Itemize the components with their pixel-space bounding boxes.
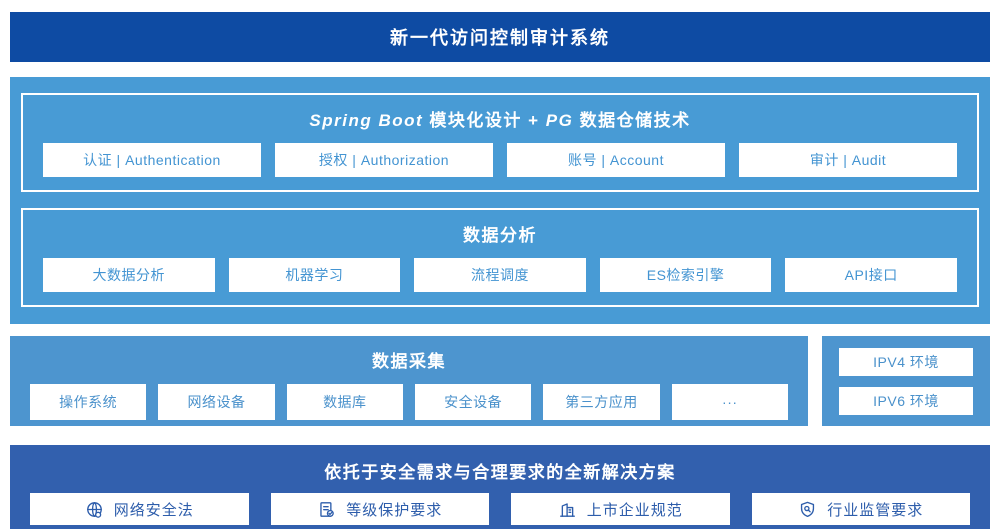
- module-box-audit: 审计 | Audit: [739, 143, 957, 177]
- solution-box-classified-protection: 等级保护要求: [270, 493, 489, 525]
- module-box-thirdparty-app: 第三方应用: [543, 384, 660, 420]
- shield-search-icon: [798, 500, 817, 519]
- globe-icon: [85, 500, 104, 519]
- solution-section: 依托于安全需求与合理要求的全新解决方案 网络安全法: [10, 445, 990, 529]
- ipv-environments-section: IPV4 环境 IPV6 环境: [822, 336, 990, 426]
- solution-box-industry-regulation: 行业监管要求: [751, 493, 970, 525]
- title-part-data-warehouse: 数据仓储技术: [573, 111, 691, 130]
- module-box-api: API接口: [785, 258, 957, 292]
- collection-row: 数据采集 操作系统 网络设备 数据库 安全设备 第三方应用 ··· IPV4 环…: [10, 336, 990, 426]
- title-part-modular-design: 模块化设计 +: [423, 111, 546, 130]
- document-check-icon: [317, 500, 336, 519]
- module-box-bigdata: 大数据分析: [43, 258, 215, 292]
- module-box-es-search: ES检索引擎: [599, 258, 772, 292]
- collection-title: 数据采集: [372, 352, 446, 371]
- title-part-springboot: Spring Boot: [309, 111, 424, 130]
- springboot-panel: Spring Boot 模块化设计 + PG 数据仓储技术 认证 | Authe…: [21, 93, 979, 192]
- solution-box-cybersecurity-law: 网络安全法: [30, 493, 249, 525]
- solution-title: 依托于安全需求与合理要求的全新解决方案: [324, 463, 676, 482]
- ipv4-box: IPV4 环境: [839, 347, 973, 376]
- module-box-database: 数据库: [286, 384, 403, 420]
- solution-box-label: 上市企业规范: [586, 501, 683, 519]
- solution-module-row: 网络安全法 等级保护要求: [30, 493, 970, 525]
- banner-title: 新一代访问控制审计系统: [390, 28, 610, 48]
- springboot-module-row: 认证 | Authentication 授权 | Authorization 账…: [43, 143, 957, 177]
- collection-section: 数据采集 操作系统 网络设备 数据库 安全设备 第三方应用 ···: [10, 336, 808, 426]
- module-box-security-device: 安全设备: [414, 384, 532, 420]
- collection-module-row: 操作系统 网络设备 数据库 安全设备 第三方应用 ···: [30, 384, 788, 420]
- solution-box-listed-company: 上市企业规范: [511, 493, 730, 525]
- title-part-pg: PG: [545, 111, 574, 130]
- module-box-authentication: 认证 | Authentication: [43, 143, 261, 177]
- ipv6-box: IPV6 环境: [839, 386, 973, 415]
- analysis-panel: 数据分析 大数据分析 机器学习 流程调度 ES检索引擎 API接口: [21, 208, 979, 307]
- solution-box-label: 等级保护要求: [346, 501, 443, 519]
- solution-box-label: 网络安全法: [113, 501, 194, 519]
- solution-box-label: 行业监管要求: [827, 501, 924, 519]
- module-box-workflow: 流程调度: [414, 258, 586, 292]
- analysis-panel-title: 数据分析: [463, 226, 537, 245]
- module-box-authorization: 授权 | Authorization: [275, 143, 493, 177]
- module-box-more: ···: [671, 384, 788, 420]
- platform-section: Spring Boot 模块化设计 + PG 数据仓储技术 认证 | Authe…: [10, 77, 990, 324]
- module-box-network-device: 网络设备: [158, 384, 275, 420]
- module-box-machine-learning: 机器学习: [228, 258, 401, 292]
- springboot-panel-title: Spring Boot 模块化设计 + PG 数据仓储技术: [43, 102, 957, 143]
- buildings-icon: [558, 500, 577, 519]
- module-box-account: 账号 | Account: [507, 143, 725, 177]
- analysis-module-row: 大数据分析 机器学习 流程调度 ES检索引擎 API接口: [43, 258, 957, 292]
- top-banner: 新一代访问控制审计系统: [10, 12, 990, 62]
- module-box-os: 操作系统: [30, 384, 147, 420]
